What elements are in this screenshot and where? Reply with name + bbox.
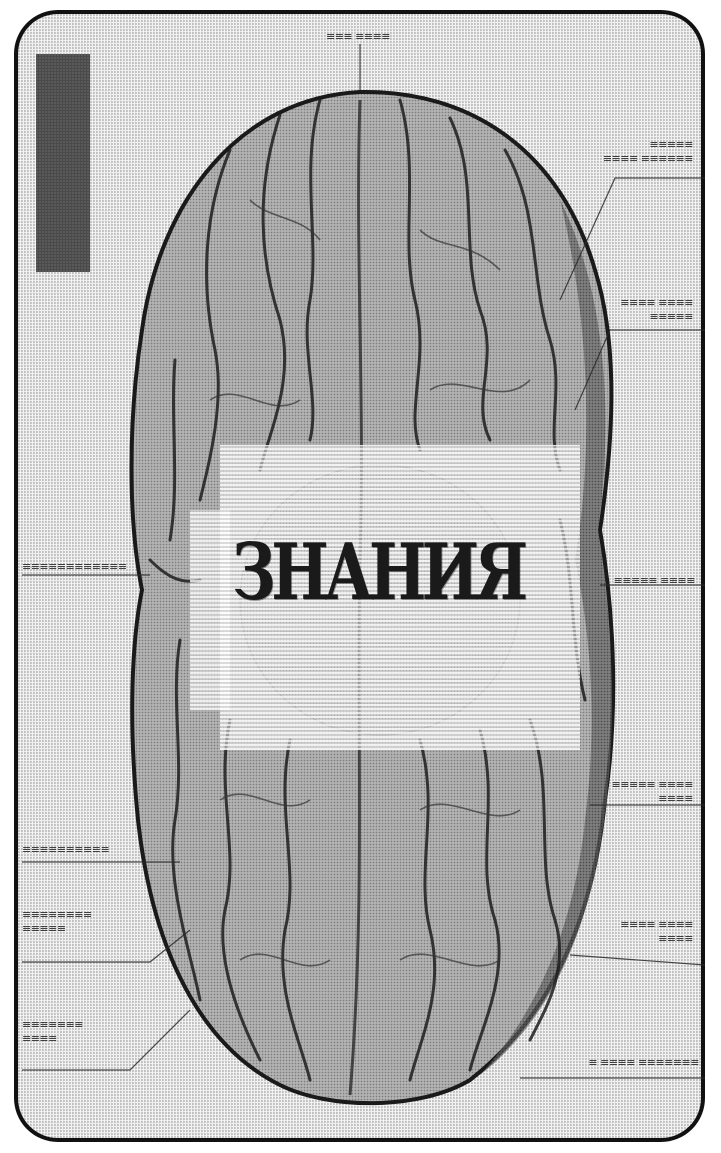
label-left-2-text: ≡≡≡≡≡≡≡≡≡≡ — [22, 843, 109, 856]
label-right-4: ≡≡≡≡≡ ≡≡≡≡ ≡≡≡≡ — [612, 778, 693, 806]
label-left-4: ≡≡≡≡≡≡≡ ≡≡≡≡ — [22, 1018, 83, 1046]
label-left-3-line2: ≡≡≡≡≡ — [22, 922, 92, 936]
label-right-5: ≡≡≡≡ ≡≡≡≡ ≡≡≡≡ — [620, 918, 693, 946]
label-right-1: ≡≡≡≡≡ ≡≡≡≡ ≡≡≡≡≡≡ — [603, 138, 693, 166]
label-left-2: ≡≡≡≡≡≡≡≡≡≡ — [22, 843, 109, 857]
label-right-6: ≡ ≡≡≡≡ ≡≡≡≡≡≡≡ — [588, 1056, 699, 1070]
label-right-3-text: ≡≡≡≡≡ ≡≡≡≡ — [614, 574, 695, 587]
label-left-4-line1: ≡≡≡≡≡≡≡ — [22, 1018, 83, 1032]
label-right-4-line1: ≡≡≡≡≡ ≡≡≡≡ — [612, 778, 693, 792]
title-word: ЗНАНИЯ — [232, 528, 435, 618]
label-right-2-line2: ≡≡≡≡≡ — [620, 310, 693, 324]
label-left-4-line2: ≡≡≡≡ — [22, 1032, 83, 1046]
label-left-1: ≡≡≡≡≡≡≡≡≡≡≡≡ — [22, 560, 127, 574]
label-left-3: ≡≡≡≡≡≡≡≡ ≡≡≡≡≡ — [22, 908, 92, 936]
label-right-5-line1: ≡≡≡≡ ≡≡≡≡ — [620, 918, 693, 932]
label-right-1-line1: ≡≡≡≡≡ — [603, 138, 693, 152]
label-right-6-text: ≡ ≡≡≡≡ ≡≡≡≡≡≡≡ — [588, 1056, 699, 1069]
label-right-1-line2: ≡≡≡≡ ≡≡≡≡≡≡ — [603, 152, 693, 166]
label-right-2: ≡≡≡≡ ≡≡≡≡ ≡≡≡≡≡ — [620, 296, 693, 324]
label-right-2-line1: ≡≡≡≡ ≡≡≡≡ — [620, 296, 693, 310]
label-top-text: ≡≡≡ ≡≡≡≡ — [326, 30, 390, 43]
label-right-4-line2: ≡≡≡≡ — [612, 792, 693, 806]
label-top: ≡≡≡ ≡≡≡≡ — [326, 30, 390, 44]
label-left-3-line1: ≡≡≡≡≡≡≡≡ — [22, 908, 92, 922]
label-right-3: ≡≡≡≡≡ ≡≡≡≡ — [614, 574, 695, 588]
label-left-1-text: ≡≡≡≡≡≡≡≡≡≡≡≡ — [22, 560, 127, 573]
title-band-left — [190, 510, 230, 710]
label-right-5-line2: ≡≡≡≡ — [620, 932, 693, 946]
